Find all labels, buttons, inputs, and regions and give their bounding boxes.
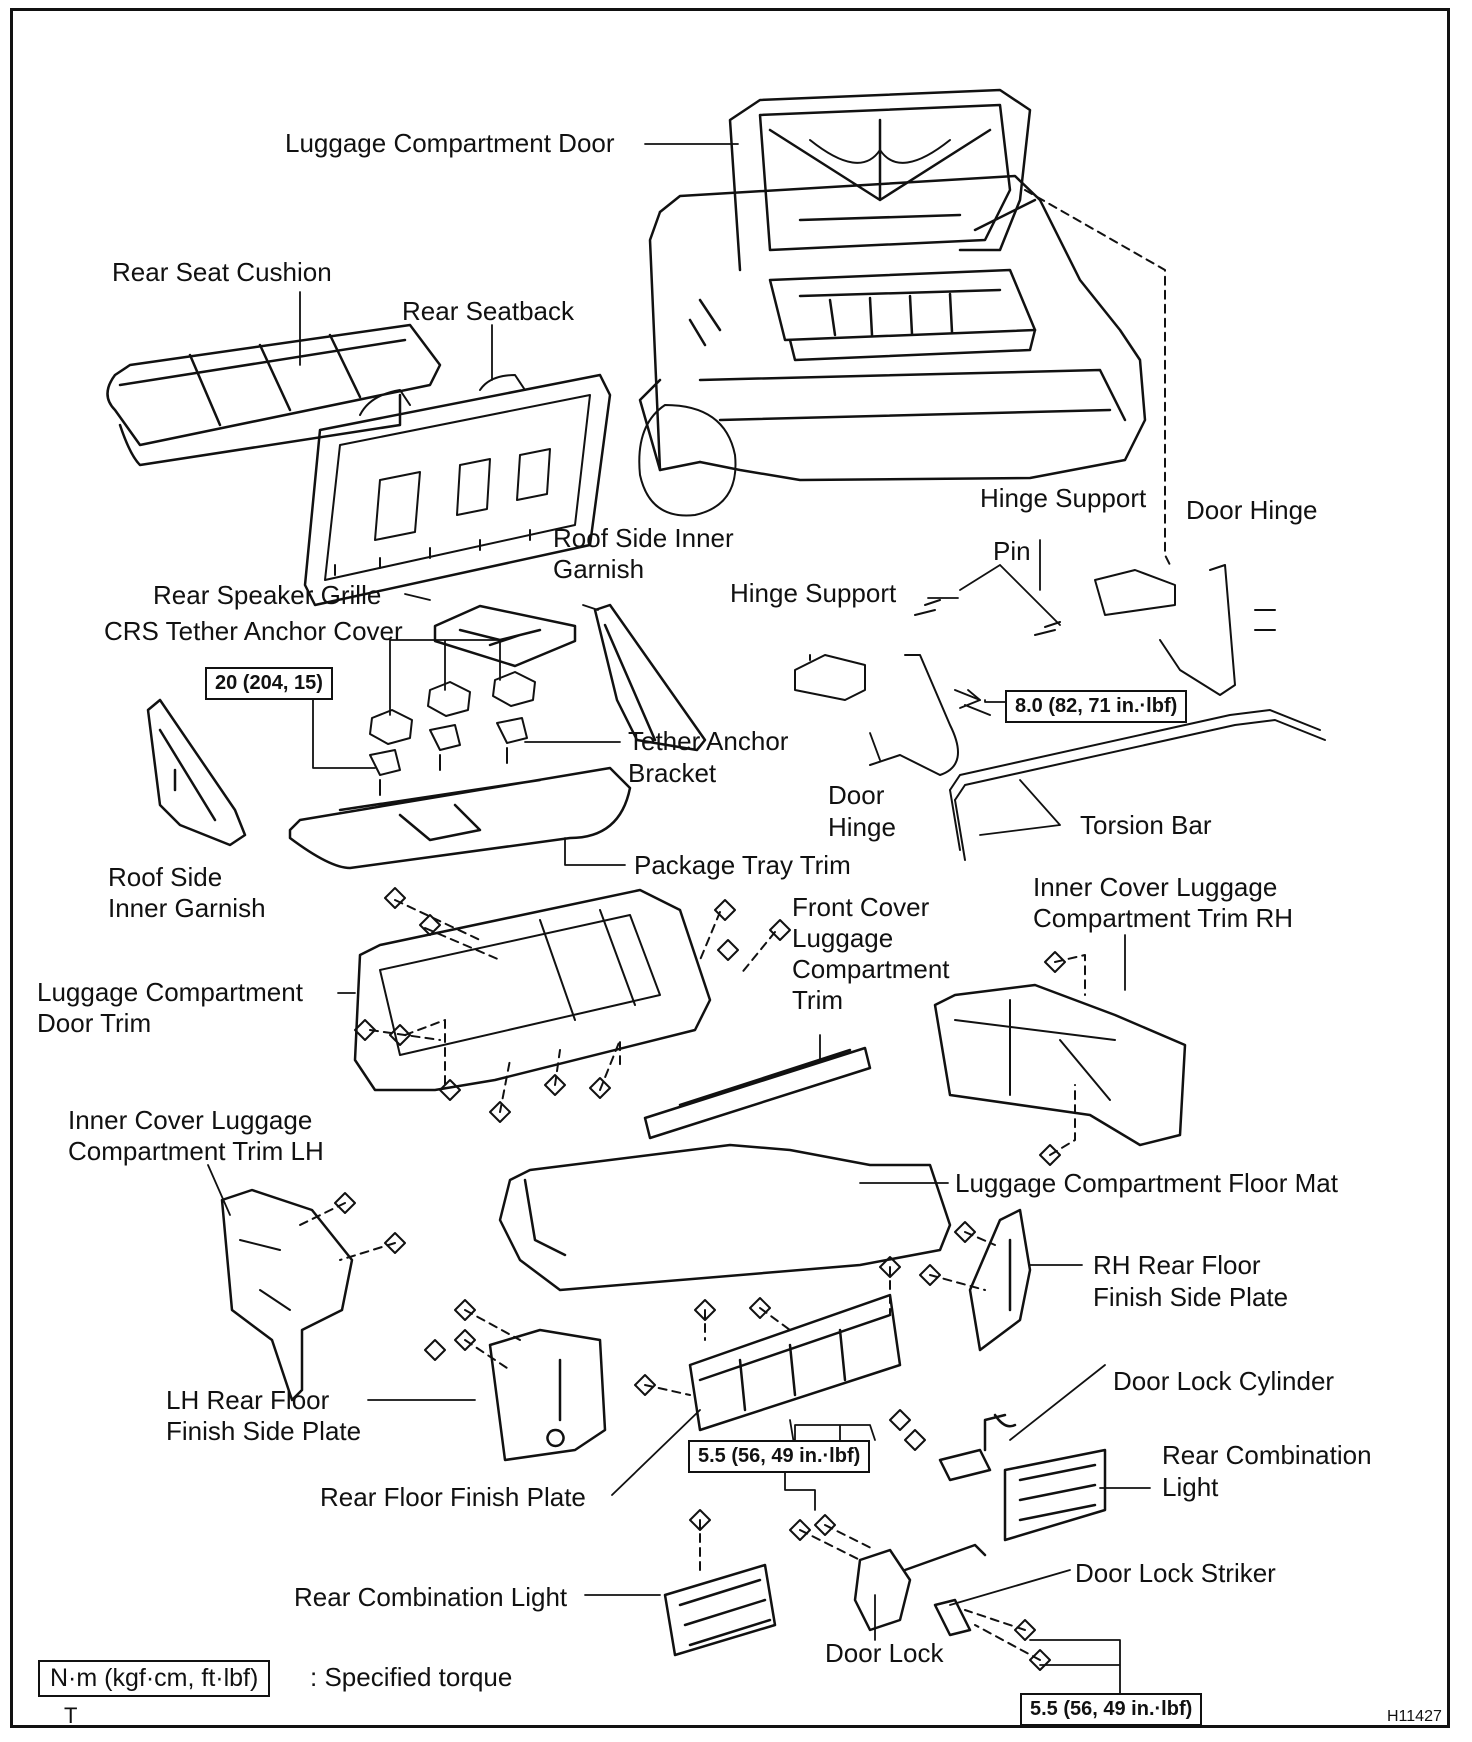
dashed-guide-lines xyxy=(299,189,1171,1661)
label-rear-combination-light-right-line2: Light xyxy=(1162,1472,1219,1502)
label-rear-combination-light-right-line1: Rear Combination xyxy=(1162,1440,1372,1470)
label-rear-speaker-grille: Rear Speaker Grille xyxy=(153,580,382,610)
roof-side-inner-garnish-left-shape xyxy=(146,698,247,847)
rear-floor-finish-plate-shape xyxy=(688,1293,902,1432)
label-hinge-support-right: Hinge Support xyxy=(980,483,1147,513)
lh-floor-side-plate-shape xyxy=(488,1328,607,1462)
legend-mark: T xyxy=(64,1703,78,1728)
label-door-hinge-left-line2: Hinge xyxy=(828,812,896,842)
figure-code: H11427 xyxy=(1387,1708,1442,1725)
label-package-tray-trim: Package Tray Trim xyxy=(634,850,851,880)
rear-combination-light-right-shape xyxy=(1003,1448,1107,1542)
floor-mat-shape xyxy=(498,1143,952,1292)
label-door-lock: Door Lock xyxy=(825,1638,944,1668)
label-hinge-support-left: Hinge Support xyxy=(730,578,897,608)
label-front-cover-line2: Luggage xyxy=(792,923,894,953)
hinge-assembly xyxy=(794,564,1276,776)
label-roof-side-inner-garnish-top-line2: Garnish xyxy=(553,554,645,584)
luggage-door-trim-shape xyxy=(353,888,712,1092)
label-front-cover-line3: Compartment xyxy=(792,954,950,984)
rear-speaker-grille-shape xyxy=(433,604,577,668)
label-rh-rear-floor-line1: RH Rear Floor xyxy=(1093,1250,1261,1280)
package-tray-trim-shape xyxy=(288,766,632,870)
label-crs-tether-anchor-cover: CRS Tether Anchor Cover xyxy=(104,616,403,646)
inner-cover-rh-shape xyxy=(933,983,1187,1147)
label-inner-cover-lh-line1: Inner Cover Luggage xyxy=(68,1105,313,1135)
legend-unit-box: N·m (kgf·cm, ft·lbf) xyxy=(38,1660,271,1697)
torque-door-lock-striker: 5.5 (56, 49 in.·lbf) xyxy=(1020,1693,1203,1726)
label-tether-anchor-bracket-line1: Tether Anchor xyxy=(628,726,789,756)
label-door-hinge-right: Door Hinge xyxy=(1186,495,1318,525)
label-front-cover-line4: Trim xyxy=(792,985,844,1015)
label-door-lock-cylinder: Door Lock Cylinder xyxy=(1113,1366,1335,1396)
rear-seatback-shape xyxy=(303,373,612,607)
door-lock-striker-shape xyxy=(933,1598,972,1637)
label-lh-rear-floor-line1: LH Rear Floor xyxy=(166,1385,330,1415)
tether-anchor-parts xyxy=(369,671,536,796)
label-roof-side-inner-garnish-top-line1: Roof Side Inner xyxy=(553,523,734,553)
label-torsion-bar: Torsion Bar xyxy=(1080,810,1212,840)
label-door-hinge-left-line1: Door xyxy=(828,780,885,810)
torque-tether-anchor: 20 (204, 15) xyxy=(205,667,333,700)
label-tether-anchor-bracket-line2: Bracket xyxy=(628,758,717,788)
roof-side-inner-garnish-right-shape xyxy=(593,603,707,752)
label-luggage-compartment-door: Luggage Compartment Door xyxy=(285,128,615,158)
leader-lines xyxy=(207,143,1151,1696)
label-rear-seat-cushion: Rear Seat Cushion xyxy=(112,257,332,287)
label-inner-cover-rh-line2: Compartment Trim RH xyxy=(1033,903,1294,933)
torque-hinge: 8.0 (82, 71 in.·lbf) xyxy=(1005,690,1188,723)
rear-combination-light-left-shape xyxy=(663,1563,777,1657)
label-rear-seatback: Rear Seatback xyxy=(402,296,574,326)
label-rear-floor-finish-plate: Rear Floor Finish Plate xyxy=(320,1482,586,1512)
door-lock-cylinder-shape xyxy=(938,1413,1017,1482)
label-roof-side-inner-garnish-left-line2: Inner Garnish xyxy=(108,893,266,923)
label-inner-cover-rh-line1: Inner Cover Luggage xyxy=(1033,872,1278,902)
label-pin: Pin xyxy=(993,536,1031,566)
label-rh-rear-floor-line2: Finish Side Plate xyxy=(1093,1282,1289,1312)
torque-door-lock-cylinder: 5.5 (56, 49 in.·lbf) xyxy=(688,1440,871,1473)
rh-floor-side-plate-shape xyxy=(968,1208,1032,1352)
label-floor-mat: Luggage Compartment Floor Mat xyxy=(955,1168,1338,1198)
legend-text: : Specified torque xyxy=(310,1662,513,1692)
front-cover-trim-shape xyxy=(643,1046,872,1140)
figure-frame xyxy=(10,8,1450,1728)
label-front-cover-line1: Front Cover xyxy=(792,892,930,922)
label-inner-cover-lh-line2: Compartment Trim LH xyxy=(68,1136,324,1166)
car-body-illustration xyxy=(638,88,1147,517)
rear-seat-cushion-shape xyxy=(106,323,442,467)
torsion-bar-shape xyxy=(949,709,1326,861)
label-luggage-door-trim-line2: Door Trim xyxy=(37,1008,152,1038)
label-luggage-door-trim-line1: Luggage Compartment xyxy=(37,977,303,1007)
label-roof-side-inner-garnish-left-line1: Roof Side xyxy=(108,862,223,892)
inner-cover-lh-shape xyxy=(220,1188,354,1402)
door-lock-shape xyxy=(853,1543,987,1632)
label-rear-combination-light-left: Rear Combination Light xyxy=(294,1582,568,1612)
label-lh-rear-floor-line2: Finish Side Plate xyxy=(166,1416,362,1446)
label-door-lock-striker: Door Lock Striker xyxy=(1075,1558,1276,1588)
